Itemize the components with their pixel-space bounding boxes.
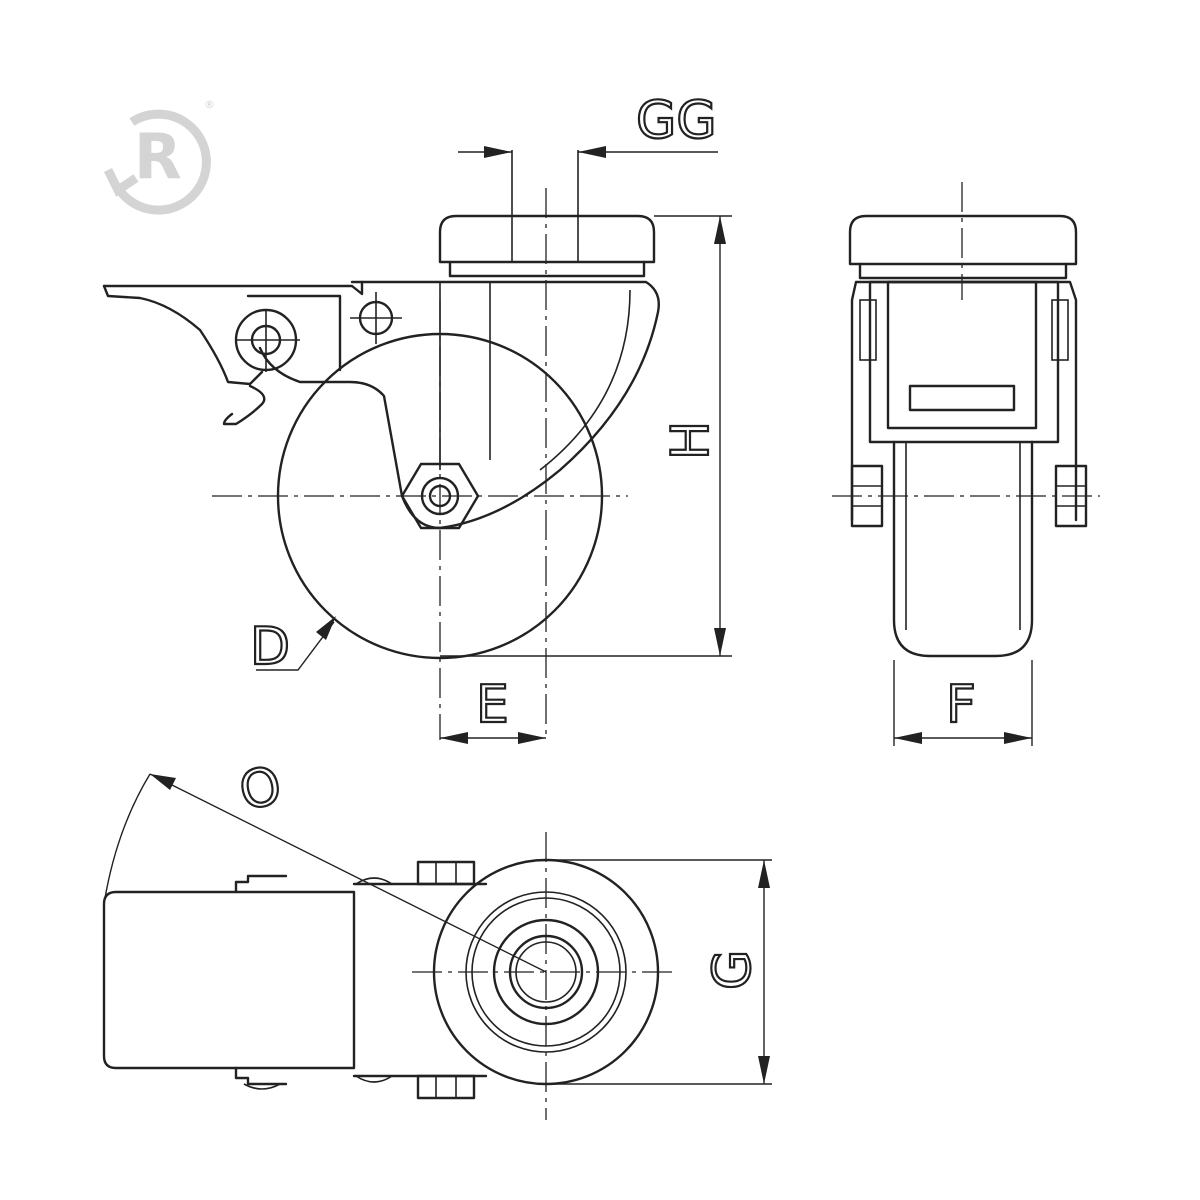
brake-pedal [102,284,264,386]
logo-ring-arc [114,109,211,215]
dimension-g: G [546,859,772,1085]
dim-d-label: D [250,617,290,677]
top-plate [438,214,656,264]
front-fork-frame [868,280,1060,444]
front-side-plate-right [1051,299,1069,361]
top-nut-lower [416,1074,476,1100]
dim-g-arrow-bottom [758,1056,770,1084]
dim-d-leader [256,621,335,671]
dim-f-arrow-right [1004,732,1032,744]
front-brake-pad [908,384,1016,412]
dim-o-label: O [234,756,287,823]
dim-gg-arrow-left [484,146,512,158]
logo-registered-mark: ® [204,98,215,111]
dim-h-label: H [661,421,721,460]
front-fork-outer [850,280,1078,522]
dim-g-label: G [703,950,763,990]
dim-f-arrow-left [894,732,922,744]
fork-body [258,280,660,530]
top-brake-pedal [102,890,356,1070]
dimension-d: D [249,616,336,678]
fork-inner-curve [539,289,631,471]
dim-e-arrow-left [440,732,468,744]
dim-d-arrow [316,616,336,640]
dim-o-radius-line [149,773,547,973]
swivel-bearing [448,260,646,278]
dimension-f: F [893,660,1033,746]
top-fork-bumps-top [355,877,393,885]
dim-h-arrow-top [714,216,726,244]
dimension-gg: GG [458,90,718,158]
top-brake-tab-top [234,874,288,894]
dim-gg-label: GG [636,91,717,151]
front-wheel [892,440,1034,658]
top-nut-upper [416,860,476,886]
dim-o-arrow [150,774,176,790]
dim-e-label: E [476,675,509,735]
brake-plate [246,294,342,372]
dim-h-arrow-bottom [714,628,726,656]
top-fork-bumps-bottom [243,1075,393,1090]
top-brake-tab-bottom [234,1066,288,1086]
dimension-h: H [440,215,732,657]
front-side-plate-left [859,299,877,361]
dim-e-arrow-right [518,732,546,744]
logo-letter: R [134,120,182,193]
dim-gg-arrow-right [578,146,606,158]
side-view: GG H D E [102,90,732,744]
brake-spring [222,384,266,426]
dim-g-arrow-top [758,860,770,888]
front-view: F [832,182,1100,746]
logo-ring-arrow [103,167,139,197]
brake-pedal-top [102,280,364,296]
dimension-e: E [440,674,546,744]
dim-o-arc [103,773,151,905]
top-view: O G [102,754,772,1120]
front-swivel-bearing [858,262,1068,280]
dim-f-label: F [946,675,976,735]
dimension-o: O [103,754,547,973]
brand-logo: R ® [103,98,215,215]
front-top-plate [848,214,1078,266]
